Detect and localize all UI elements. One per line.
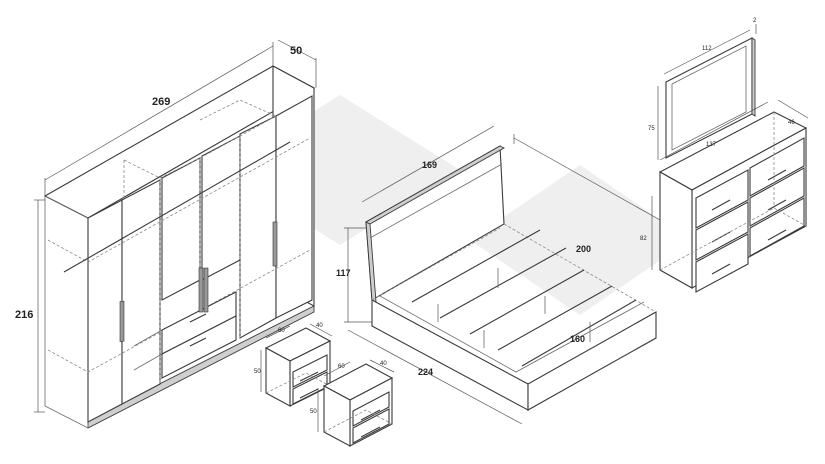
handle-icon — [119, 300, 125, 342]
wardrobe-width-label: 269 — [152, 96, 170, 108]
bed-length-label: 200 — [576, 244, 591, 254]
bed — [365, 145, 657, 411]
handle-icon — [203, 267, 209, 313]
bed-width-label: 169 — [422, 160, 437, 170]
wardrobe-door-6 — [275, 95, 313, 319]
wardrobe-door-3 — [161, 157, 201, 301]
nightstand-1-height-label: 50 — [254, 369, 261, 375]
dresser — [651, 99, 809, 293]
bed-mattress-width-label: 160 — [570, 334, 585, 344]
nightstand-2-height-label: 50 — [310, 409, 317, 415]
wardrobe-height-label: 216 — [15, 309, 33, 321]
bed-overall-length-label: 224 — [418, 367, 433, 377]
wardrobe-drawer-bottom — [161, 315, 237, 379]
mirror-thickness-label: 2 — [753, 18, 757, 24]
wardrobe-door-5 — [239, 115, 277, 339]
wardrobe-door-1 — [87, 199, 123, 423]
dresser-depth-label: 46 — [788, 120, 795, 126]
dresser-width-label: 137 — [706, 142, 717, 148]
mirror-width-label: 112 — [702, 46, 712, 52]
bed-dimensions — [344, 125, 661, 425]
nightstand-2 — [317, 359, 395, 447]
bed-slats — [411, 229, 637, 367]
handle-icon — [198, 267, 204, 313]
nightstand-2-width-label: 60 — [338, 364, 345, 370]
nightstand-1-depth-label: 40 — [316, 323, 323, 329]
wardrobe-dimensions — [34, 39, 317, 413]
nightstand-1 — [260, 323, 333, 407]
bed-headboard-height-label: 117 — [336, 268, 351, 278]
nightstand-2-depth-label: 40 — [380, 361, 387, 367]
mirror-height-label: 75 — [648, 126, 655, 132]
nightstand-1-width-label: 60 — [278, 328, 285, 334]
wardrobe-door-4 — [201, 135, 241, 281]
wardrobe — [43, 65, 316, 429]
wardrobe-depth-label: 50 — [290, 45, 302, 57]
dresser-height-label: 82 — [640, 236, 647, 242]
mirror — [657, 24, 757, 160]
handle-icon — [272, 221, 278, 267]
wardrobe-door-2 — [121, 179, 161, 405]
